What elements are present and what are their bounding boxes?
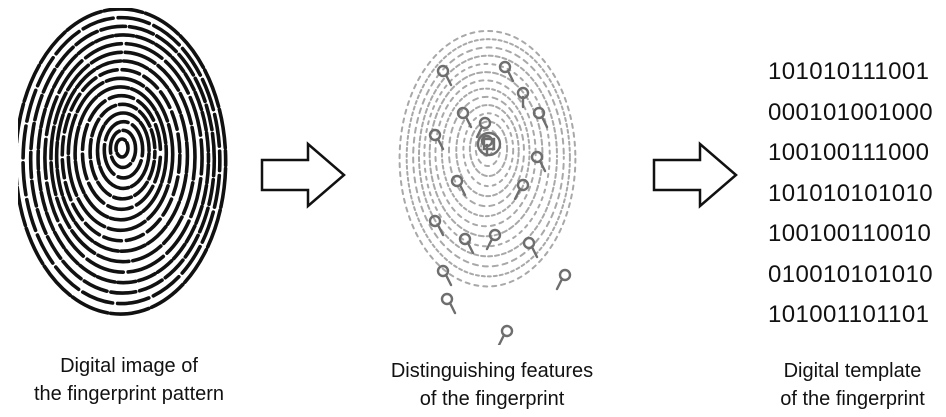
- fingerprint-features-icon: [398, 29, 577, 345]
- binary-row: 101010111001: [768, 58, 930, 85]
- right-arrow-icon: [260, 141, 346, 209]
- caption-fingerprint-image: Digital image of the fingerprint pattern: [10, 352, 248, 408]
- binary-row: 101001101101: [768, 301, 930, 328]
- caption-line: Distinguishing features: [390, 360, 594, 382]
- binary-row: 101010101010: [768, 179, 933, 207]
- caption-distinguishing-features: Distinguishing features of the fingerpri…: [372, 357, 612, 413]
- binary-template: 101010111001 000101001000 100100111000 1…: [768, 52, 938, 336]
- caption-line: of the fingerprint: [780, 388, 925, 410]
- binary-row: 100100110010: [768, 220, 932, 247]
- binary-row: 000101001000: [768, 98, 933, 126]
- caption-line: the fingerprint pattern: [33, 383, 225, 405]
- right-arrow-icon: [652, 141, 738, 209]
- binary-row: 010010101010: [768, 260, 933, 288]
- binary-row: 100100111000: [768, 139, 930, 166]
- caption-digital-template: Digital template of the fingerprint: [760, 357, 945, 413]
- caption-line: Digital image of: [60, 355, 198, 377]
- caption-line: Digital template: [783, 360, 922, 382]
- fingerprint-icon: [18, 8, 228, 316]
- caption-line: of the fingerprint: [419, 388, 565, 410]
